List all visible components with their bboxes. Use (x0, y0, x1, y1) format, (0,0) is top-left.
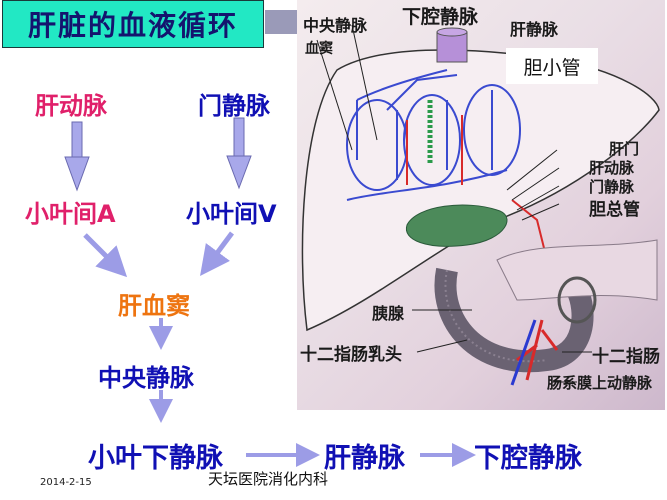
label-duodenum: 十二指肠 (592, 347, 660, 367)
label-mesenteric-vessels: 肠系膜上动静脉 (547, 374, 653, 392)
slide-footer-department: 天坛医院消化内科 (208, 470, 329, 488)
page-title: 肝脏的血液循环 (27, 9, 238, 42)
label-hepatic-vein: 肝静脉 (510, 20, 559, 39)
liver-drawing (301, 24, 660, 386)
liver-anatomy-illustration: 中央静脉 下腔静脉 肝静脉 血窦 肝门 肝动脉 门静脉 胆总管 胰腺 十二指肠乳… (297, 0, 665, 410)
label-portal-vein: 门静脉 (589, 178, 635, 196)
node-hepatic-artery: 肝动脉 (35, 92, 107, 120)
title-banner: 肝脏的血液循环 (2, 0, 264, 48)
label-common-bile-duct: 胆总管 (589, 200, 640, 220)
title-accent-bar (265, 10, 298, 34)
label-ivc: 下腔静脉 (402, 6, 479, 28)
node-portal-vein: 门静脉 (198, 92, 270, 120)
label-hepatic-artery: 肝动脉 (589, 159, 635, 177)
node-sublobular-vein: 小叶下静脉 (88, 443, 223, 474)
node-interlobular-artery: 小叶间A (25, 200, 116, 228)
label-pancreas: 胰腺 (372, 304, 405, 323)
label-bile-canaliculus: 胆小管 (523, 56, 581, 79)
label-sinusoid: 血窦 (305, 41, 333, 57)
label-bile-canaliculus-box: 胆小管 (506, 48, 598, 84)
arrow-artery-down (64, 121, 90, 192)
arrow-portal-down (226, 117, 252, 190)
node-inferior-vena-cava: 下腔静脉 (474, 443, 582, 474)
node-central-vein: 中央静脉 (98, 364, 194, 392)
node-hepatic-sinusoid: 肝血窦 (118, 292, 190, 320)
label-duodenal-papilla: 十二指肠乳头 (300, 345, 402, 365)
label-porta-hepatis: 肝门 (609, 140, 640, 158)
slide-date: 2014-2-15 (40, 477, 92, 488)
label-central-vein: 中央静脉 (303, 16, 368, 35)
node-hepatic-vein: 肝静脉 (324, 443, 405, 474)
node-interlobular-vein: 小叶间V (186, 200, 277, 228)
